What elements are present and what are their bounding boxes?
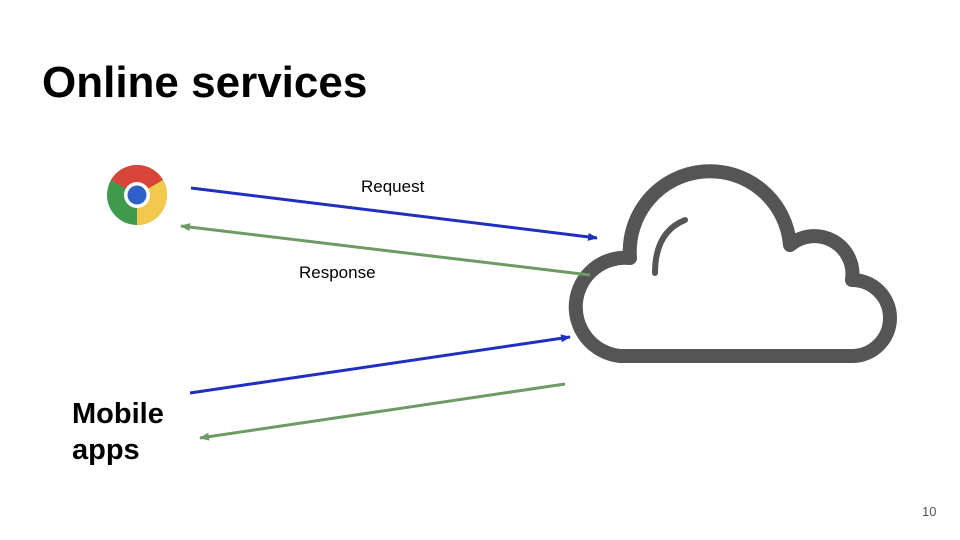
request-arrow-browser (190, 186, 598, 241)
mobile-label-line1: Mobile (72, 398, 164, 430)
chrome-browser-icon (107, 164, 168, 226)
response-label: Response (299, 263, 376, 282)
request-arrow-mobile (189, 334, 571, 395)
page-number: 10 (922, 504, 937, 519)
cloud-icon (568, 164, 897, 363)
page-title: Online services (42, 58, 368, 107)
response-arrow-mobile (199, 382, 566, 441)
mobile-apps-label: Mobile apps (72, 396, 164, 468)
request-label: Request (361, 177, 425, 196)
mobile-label-line2: apps (72, 434, 140, 466)
cloud-highlight-stroke (652, 217, 688, 276)
response-arrow-browser (180, 223, 591, 277)
